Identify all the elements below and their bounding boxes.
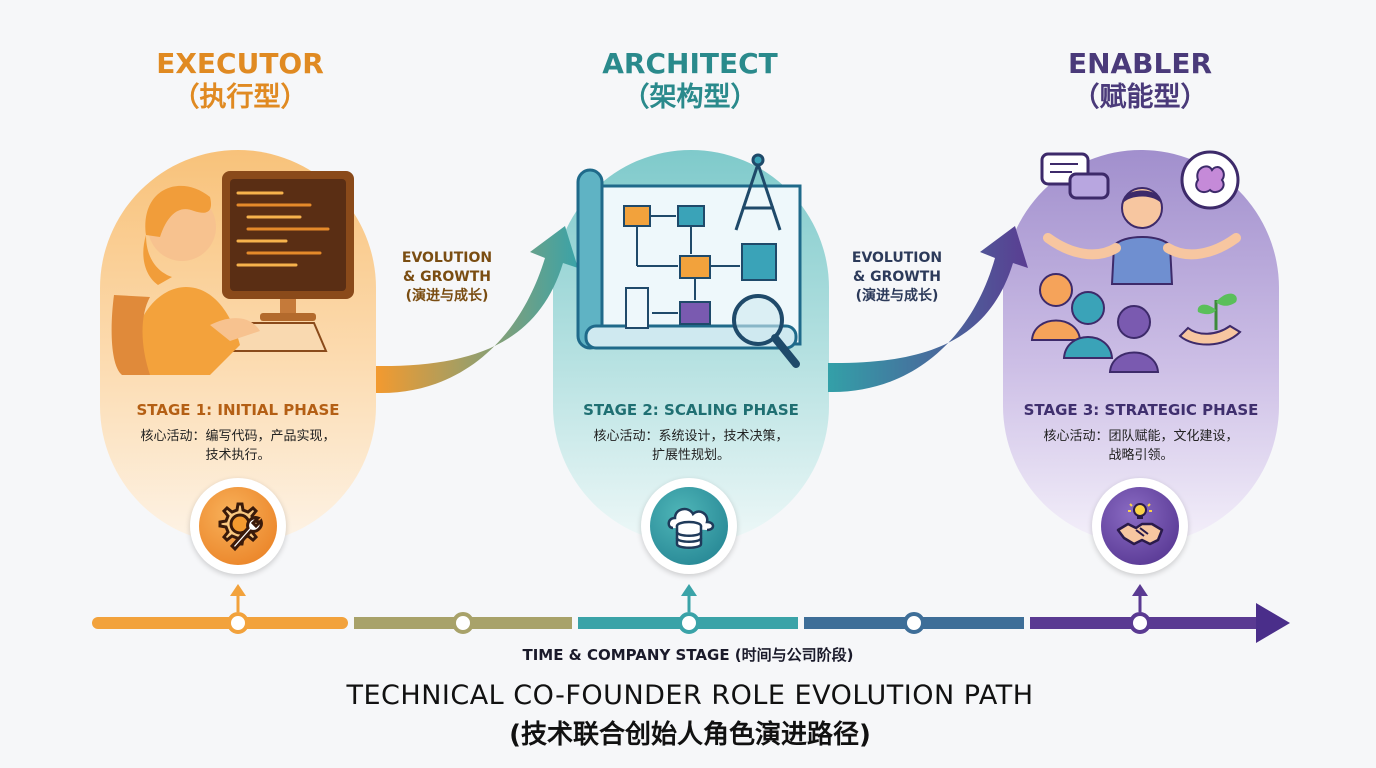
timeline-label: TIME & COMPANY STAGE (时间与公司阶段) [522,646,854,664]
architect-title-cn: （架构型） [622,82,758,113]
timeline-marker-4 [903,612,925,634]
architect-title: ARCHITECT （架构型） [530,47,850,115]
stage-1-desc-line2: 技术执行。 [205,448,271,463]
evolution-2-line1: EVOLUTION [851,250,943,266]
timeline-marker-2 [452,612,474,634]
executor-title: EXECUTOR （执行型） [80,47,400,115]
timeline-marker-3 [678,612,700,634]
evolution-label-1: EVOLUTION & GROWTH (演进与成长) [382,249,512,306]
executor-title-cn: （执行型） [172,82,308,113]
architect-title-en: ARCHITECT [602,47,778,80]
enabler-title-en: ENABLER [1067,47,1213,80]
stage-1-badge [190,478,286,574]
stage-3-badge [1092,478,1188,574]
evolution-2-line3: (演进与成长) [855,288,939,304]
stage-1-desc-line1: 核心活动：编写代码，产品实现， [140,429,336,444]
stage-2-description: 核心活动：系统设计，技术决策， 扩展性规划。 [581,427,801,465]
stage-2-label: STAGE 2: SCALING PHASE [583,401,799,419]
stage-1-label: STAGE 1: INITIAL PHASE [136,401,340,419]
main-title: TECHNICAL CO-FOUNDER ROLE EVOLUTION PATH [346,680,1034,711]
evolution-arrow-2 [828,226,1028,393]
main-subtitle: (技术联合创始人角色演进路径) [509,720,871,750]
evolution-1-line3: (演进与成长) [405,288,489,304]
timeline-arrowhead [1256,603,1290,643]
evolution-arrow-1 [376,226,578,394]
evolution-1-line2: & GROWTH [403,269,491,285]
stage-3-desc-line1: 核心活动：团队赋能，文化建设， [1043,429,1239,444]
executor-title-en: EXECUTOR [156,47,324,80]
stage-2-badge [641,478,737,574]
enabler-title-cn: （赋能型） [1072,82,1208,113]
stage-2-desc-line2: 扩展性规划。 [651,448,730,463]
stage-3-label: STAGE 3: STRATEGIC PHASE [1023,401,1259,419]
executor-illustration [111,171,354,375]
evolution-label-2: EVOLUTION & GROWTH (演进与成长) [832,249,962,306]
handshake-lightbulb-icon [1116,503,1164,546]
stage-3-description: 核心活动：团队赋能，文化建设， 战略引领。 [1031,427,1251,465]
evolution-2-line2: & GROWTH [853,269,941,285]
architect-illustration [576,153,802,368]
timeline-bar-1 [92,617,348,629]
stage-2-desc-line1: 核心活动：系统设计，技术决策， [593,429,789,444]
gear-wrench-icon [218,502,263,552]
timeline-marker-5 [1129,612,1151,634]
evolution-1-line1: EVOLUTION [401,250,493,266]
enabler-illustration [1030,150,1242,373]
stage-1-description: 核心活动：编写代码，产品实现， 技术执行。 [128,427,348,465]
stage-3-desc-line2: 战略引领。 [1108,448,1174,463]
enabler-title: ENABLER （赋能型） [980,47,1300,115]
timeline-marker-1 [227,612,249,634]
cloud-database-icon [667,507,715,549]
